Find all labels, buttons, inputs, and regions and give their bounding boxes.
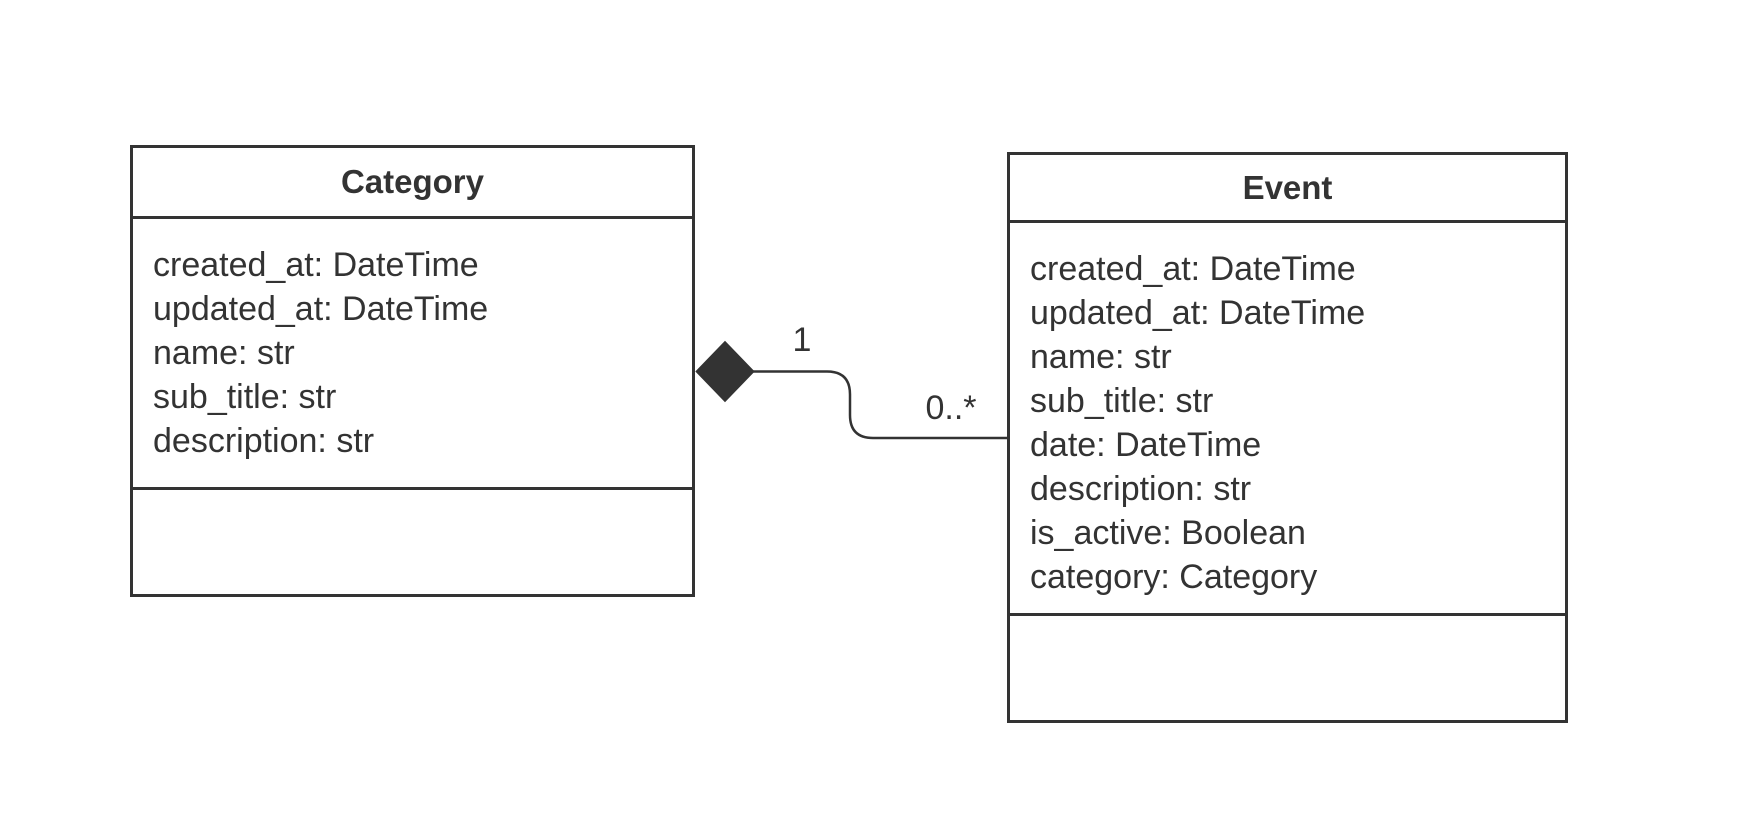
class-attributes-event: created_at: DateTime updated_at: DateTim… bbox=[1010, 223, 1565, 616]
attribute-line: created_at: DateTime bbox=[1030, 250, 1356, 288]
composition-diamond-icon bbox=[695, 340, 755, 403]
class-methods-category-empty bbox=[133, 490, 692, 594]
class-attributes-category: created_at: DateTime updated_at: DateTim… bbox=[133, 219, 692, 490]
attribute-line: name: str bbox=[1030, 338, 1172, 376]
class-box-event[interactable]: Event created_at: DateTime updated_at: D… bbox=[1007, 152, 1568, 723]
multiplicity-target-label: 0..* bbox=[925, 389, 977, 427]
attribute-line: category: Category bbox=[1030, 558, 1318, 596]
attribute-line: is_active: Boolean bbox=[1030, 514, 1306, 552]
attribute-line: updated_at: DateTime bbox=[153, 290, 489, 328]
attribute-line: updated_at: DateTime bbox=[1030, 294, 1366, 332]
class-methods-event-empty bbox=[1010, 616, 1565, 720]
multiplicity-source-label: 1 bbox=[792, 321, 812, 359]
connector-line[interactable] bbox=[753, 370, 1007, 440]
attribute-line: created_at: DateTime bbox=[153, 246, 479, 284]
class-box-category[interactable]: Category created_at: DateTime updated_at… bbox=[130, 145, 695, 597]
class-title-event: Event bbox=[1010, 155, 1565, 223]
attribute-line: description: str bbox=[1030, 470, 1252, 508]
attribute-line: sub_title: str bbox=[1030, 382, 1214, 420]
class-title-category: Category bbox=[133, 148, 692, 219]
attribute-line: sub_title: str bbox=[153, 378, 337, 416]
attribute-line: date: DateTime bbox=[1030, 426, 1262, 464]
attribute-line: description: str bbox=[153, 422, 375, 460]
attribute-line: name: str bbox=[153, 334, 295, 372]
